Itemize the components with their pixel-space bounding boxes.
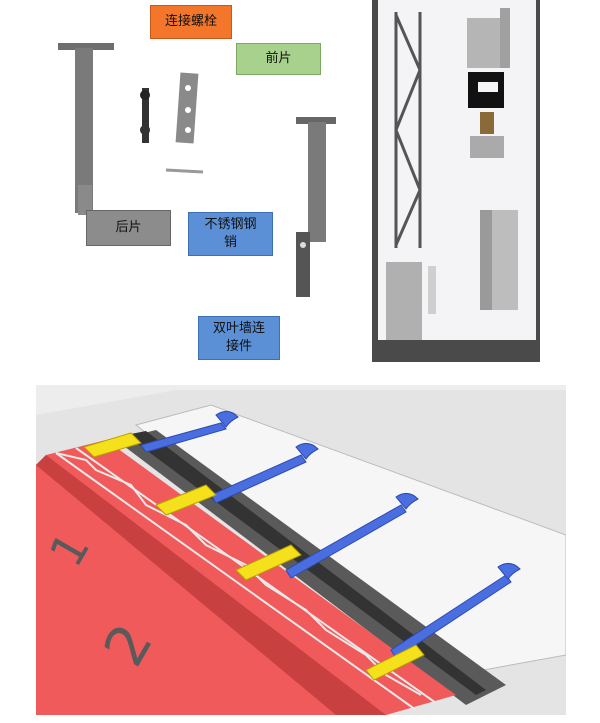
assembled-connector-part <box>296 117 336 297</box>
pin-part <box>165 168 204 174</box>
product-photo-drawing <box>372 0 540 362</box>
connector-brackets <box>83 432 425 681</box>
cavity-wall-3d-panel: 1 2 <box>36 385 567 715</box>
connector-callout-line1: 双叶墙连 <box>212 321 265 337</box>
component-labels-panel: 连接螺栓 前片 后片 不锈钢钢 销 双叶墙连 接件 <box>38 0 363 370</box>
back-plate-part <box>58 43 114 215</box>
truss-ladder-part <box>394 12 422 248</box>
bolt-part <box>140 88 150 143</box>
components-drawing <box>58 43 336 297</box>
product-photo-panel <box>372 0 540 362</box>
angle-part <box>480 210 518 310</box>
pin-callout-line2: 销 <box>223 235 237 250</box>
plate-part <box>386 262 436 340</box>
wall-ties <box>140 411 521 659</box>
bolt-callout: 连接螺栓 <box>150 5 232 39</box>
pin-callout-line1: 不锈钢钢 <box>204 217 257 233</box>
connector-callout: 双叶墙连 接件 <box>198 316 280 360</box>
front-plate-part <box>175 72 199 144</box>
connector-callout-line2: 接件 <box>225 339 252 354</box>
back-plate-callout-label: 后片 <box>115 220 142 236</box>
brick-leaf-side <box>36 455 386 715</box>
front-plate-callout-label: 前片 <box>265 51 292 67</box>
front-plate-callout: 前片 <box>236 43 321 75</box>
cavity-wall-drawing: 1 2 <box>36 385 567 715</box>
bracket-assembly-part <box>467 8 510 158</box>
back-plate-callout: 后片 <box>86 210 171 246</box>
bolt-callout-label: 连接螺栓 <box>164 14 217 30</box>
pin-callout: 不锈钢钢 销 <box>188 212 273 256</box>
